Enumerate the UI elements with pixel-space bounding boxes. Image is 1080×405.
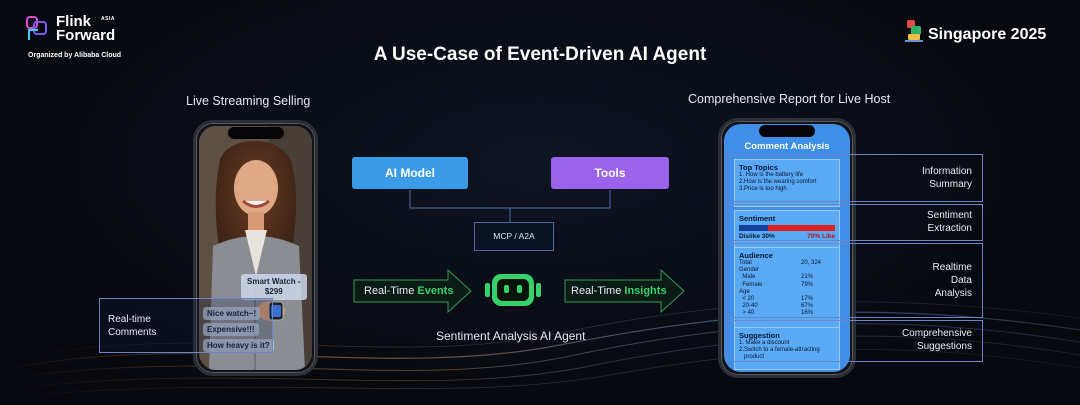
organizer-text: Organized by Alibaba Cloud bbox=[28, 52, 122, 59]
audience-row: Gender bbox=[739, 267, 835, 274]
connector-lines bbox=[409, 190, 611, 222]
audience-row: < 20 17% bbox=[739, 296, 835, 303]
events-arrow-icon bbox=[353, 268, 472, 314]
report-phone: Comment Analysis Top Topics 1. How is th… bbox=[718, 118, 856, 378]
events-prefix: Real-Time bbox=[364, 285, 415, 297]
audience-row: 20-40 67% bbox=[739, 303, 835, 310]
audience-key: Age bbox=[739, 288, 750, 295]
topic-item: 3.Price is too high bbox=[739, 186, 787, 193]
sentiment-card: Sentiment Dislike 30% 70% Like bbox=[734, 210, 840, 248]
audience-key: 20-40 bbox=[739, 303, 758, 310]
left-caption: Live Streaming Selling bbox=[186, 94, 311, 108]
audience-value: 79% bbox=[801, 281, 814, 288]
agent-caption: Sentiment Analysis AI Agent bbox=[436, 329, 586, 343]
suggestions-box bbox=[727, 320, 983, 362]
dislike-label: Dislike 30% bbox=[739, 233, 775, 240]
streaming-phone: Smart Watch - $299 Nice watch~! Expensiv… bbox=[193, 120, 318, 376]
suggestion-item: 2.Switch to a female-attracting product bbox=[739, 347, 820, 361]
topic-item: 1. How is the battery life bbox=[739, 172, 804, 178]
audience-value: 21% bbox=[801, 274, 814, 281]
audience-key: < 20 bbox=[739, 296, 755, 303]
logo-wordmark: Flink Forward bbox=[56, 13, 116, 44]
like-bar bbox=[767, 225, 835, 231]
flink-forward-logo-icon bbox=[26, 16, 47, 40]
comment-bubble: How heavy is it? bbox=[203, 339, 274, 352]
audience-heading: Audience bbox=[739, 251, 773, 260]
insights-prefix: Real-Time bbox=[571, 285, 622, 297]
product-price-text: Smart Watch - $299 bbox=[247, 277, 301, 296]
realtime-analysis-box bbox=[727, 243, 983, 318]
audience-key: Gender bbox=[739, 267, 760, 274]
top-topics-heading: Top Topics bbox=[739, 163, 778, 172]
audience-value: 17% bbox=[801, 296, 814, 303]
audience-row: Age bbox=[739, 289, 835, 296]
event-location: Singapore 2025 bbox=[928, 26, 1047, 43]
info-summary-box bbox=[727, 154, 983, 202]
suggestion-heading: Suggestion bbox=[739, 331, 780, 340]
audience-row: > 40 16% bbox=[739, 310, 835, 317]
suggestion-item: 1. Make a discount bbox=[739, 340, 790, 346]
dislike-bar bbox=[739, 225, 768, 231]
audience-key: Male bbox=[739, 274, 756, 281]
slide-title: A Use-Case of Event-Driven AI Agent bbox=[373, 44, 707, 65]
audience-row: Female 79% bbox=[739, 282, 835, 289]
comments-highlight-box bbox=[99, 298, 273, 353]
report-screen: Comment Analysis Top Topics 1. How is th… bbox=[724, 124, 850, 372]
suggestions-label: Comprehensive Suggestions bbox=[901, 328, 972, 352]
audience-row: Total 20, 324 bbox=[739, 260, 835, 267]
streaming-screen: Smart Watch - $299 Nice watch~! Expensiv… bbox=[199, 126, 312, 370]
like-label: 70% Like bbox=[807, 233, 835, 240]
insights-keyword: Insights bbox=[624, 285, 667, 297]
sentiment-bar bbox=[739, 225, 835, 231]
sentiment-extraction-box bbox=[727, 204, 983, 241]
events-arrow-label: Real-Time Events bbox=[364, 285, 453, 297]
audience-row: Male 21% bbox=[739, 274, 835, 281]
audience-value: 20, 324 bbox=[801, 260, 822, 266]
phone-notch bbox=[227, 127, 284, 139]
host-portrait-image bbox=[199, 126, 312, 370]
phone-notch bbox=[759, 125, 815, 137]
suggestion-card: Suggestion 1. Make a discount 2.Switch t… bbox=[734, 327, 840, 370]
audience-value: 67% bbox=[801, 303, 814, 310]
realtime-analysis-label: Realtime Data Analysis bbox=[932, 262, 972, 299]
audience-value: 16% bbox=[801, 310, 814, 317]
logo-line1: Flink bbox=[56, 13, 92, 30]
comment-bubble: Expensive!!! bbox=[203, 323, 259, 336]
topic-item: 2.How is the wearing comfort bbox=[739, 179, 817, 186]
insights-arrow-label: Real-Time Insights bbox=[571, 285, 667, 297]
info-summary-label: Information Summary bbox=[921, 166, 972, 190]
singapore-merlion-icon bbox=[905, 20, 923, 42]
tools-block: Tools bbox=[551, 157, 669, 189]
logo-badge: ASIA bbox=[101, 16, 115, 22]
comments-label: Real-time Comments bbox=[108, 314, 157, 338]
right-caption: Comprehensive Report for Live Host bbox=[688, 92, 891, 106]
logo-line2: Forward bbox=[56, 27, 116, 44]
sentiment-extraction-label: Sentiment Extraction bbox=[926, 210, 972, 234]
product-price-tag: Smart Watch - $299 bbox=[241, 274, 307, 300]
audience-key: Female bbox=[739, 281, 763, 288]
audience-key: Total bbox=[739, 260, 752, 266]
sentiment-heading: Sentiment bbox=[739, 214, 776, 223]
comment-bubble: Nice watch~! bbox=[203, 307, 261, 320]
ai-model-block: AI Model bbox=[352, 157, 468, 189]
events-keyword: Events bbox=[417, 285, 454, 297]
protocol-box: MCP / A2A bbox=[474, 222, 554, 251]
robot-agent-icon bbox=[485, 274, 541, 306]
report-title: Comment Analysis bbox=[744, 141, 830, 152]
insights-arrow-icon bbox=[564, 268, 685, 314]
top-topics-card: Top Topics 1. How is the battery life 2.… bbox=[734, 159, 840, 207]
audience-key: > 40 bbox=[739, 310, 755, 317]
